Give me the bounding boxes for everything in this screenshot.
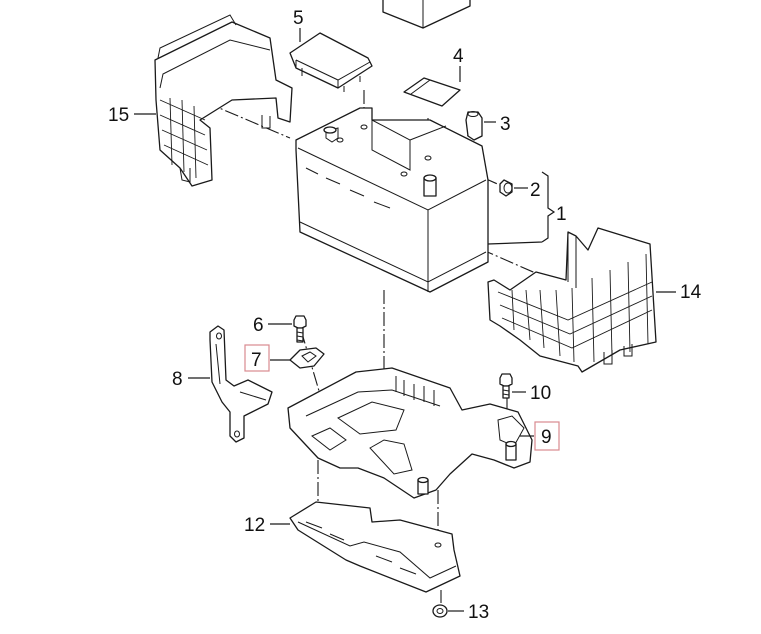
bolt-part	[499, 373, 513, 399]
vent-plug-part	[499, 179, 513, 197]
tray-base-part	[289, 501, 461, 593]
clip-nut-part	[432, 604, 448, 618]
callout-12: 12	[244, 515, 265, 536]
callout-9: 9	[541, 427, 552, 448]
label-sticker-part	[403, 77, 461, 107]
callout-7: 7	[251, 350, 262, 371]
terminal-cap-part	[465, 111, 483, 141]
screw-part	[293, 315, 307, 343]
top-partial-part	[382, 0, 471, 29]
callout-3: 3	[500, 114, 511, 135]
bracket-part	[209, 325, 273, 443]
callout-labels: 5 4 3 2 1 15 14 6 7 8 10 9 12 13	[108, 8, 702, 623]
right-housing-part	[487, 227, 657, 373]
cover-cap-part	[289, 32, 373, 92]
callout-1: 1	[556, 204, 567, 225]
callout-2: 2	[530, 180, 541, 201]
callout-13: 13	[468, 602, 489, 623]
clamp-part	[289, 347, 325, 369]
callout-9-highlight-box	[534, 421, 560, 451]
callout-7-highlight-box	[244, 344, 270, 372]
callout-14: 14	[680, 282, 702, 303]
callout-15: 15	[108, 105, 129, 126]
leader-lines	[134, 28, 676, 612]
battery-tray-part	[287, 367, 533, 499]
callout-4: 4	[453, 46, 464, 67]
battery-part	[295, 107, 489, 293]
callout-6: 6	[253, 315, 264, 336]
left-housing-part	[154, 14, 293, 187]
callout-5: 5	[293, 8, 304, 29]
callout-10: 10	[530, 383, 551, 404]
callout-8: 8	[172, 369, 183, 390]
